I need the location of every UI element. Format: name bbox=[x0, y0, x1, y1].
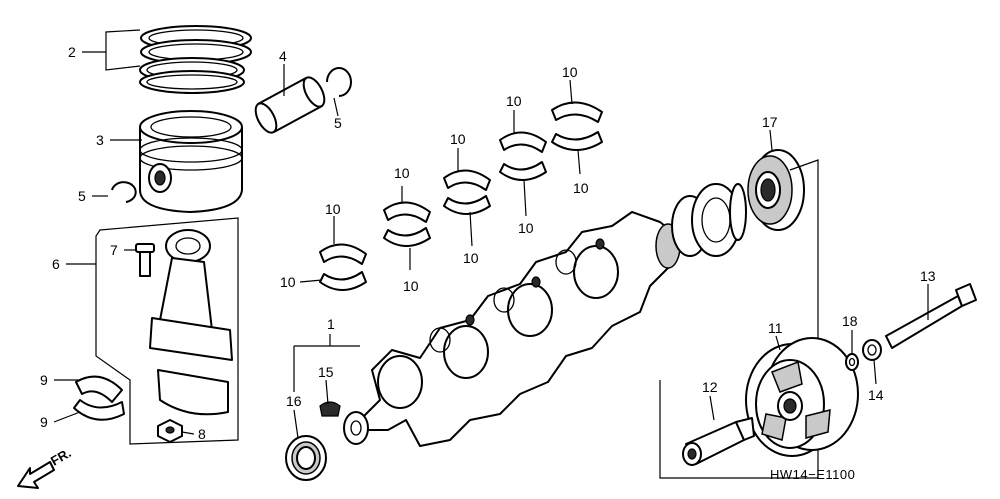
callout-10-i: 10 bbox=[562, 64, 578, 80]
splined-shaft bbox=[682, 417, 755, 466]
main-bearing-pair-3 bbox=[443, 169, 491, 215]
callout-10-h: 10 bbox=[518, 220, 534, 236]
connecting-rod-nut bbox=[157, 419, 183, 443]
piston-rings bbox=[139, 25, 252, 94]
callout-5-upper: 5 bbox=[334, 115, 342, 131]
damper-coupling bbox=[745, 337, 859, 457]
callout-10-j: 10 bbox=[573, 180, 589, 196]
diagram-code: HW14−E1100 bbox=[770, 467, 855, 482]
callout-15: 15 bbox=[318, 364, 334, 380]
callout-12: 12 bbox=[702, 379, 718, 395]
callout-2: 2 bbox=[68, 44, 76, 60]
woodruff-key bbox=[319, 401, 341, 417]
oil-seal bbox=[747, 149, 805, 231]
rod-bearing-upper bbox=[75, 375, 123, 403]
rod-bearing-lower bbox=[73, 399, 125, 421]
callout-9-lower: 9 bbox=[40, 414, 48, 430]
callout-9-upper: 9 bbox=[40, 372, 48, 388]
callout-5-lower: 5 bbox=[78, 188, 86, 204]
piston-pin bbox=[254, 76, 326, 134]
leader-lines bbox=[53, 29, 929, 439]
callout-17: 17 bbox=[762, 114, 778, 130]
callout-14: 14 bbox=[868, 387, 884, 403]
piston bbox=[139, 110, 243, 213]
crankshaft-gear bbox=[655, 183, 747, 269]
main-bearing-pair-1 bbox=[319, 243, 367, 291]
connecting-rod-bolt bbox=[135, 243, 155, 277]
callouts: 1 2 3 4 5 5 6 7 8 9 9 10 10 10 10 10 10 … bbox=[40, 44, 936, 442]
callout-18: 18 bbox=[842, 313, 858, 329]
callout-16: 16 bbox=[286, 393, 302, 409]
callout-1: 1 bbox=[327, 316, 335, 332]
callout-13: 13 bbox=[920, 268, 936, 284]
callout-10-g: 10 bbox=[506, 93, 522, 109]
o-ring bbox=[845, 353, 859, 371]
callout-10-e: 10 bbox=[450, 131, 466, 147]
main-bearing-pair-5 bbox=[551, 101, 603, 151]
flange-bolt bbox=[885, 283, 977, 349]
piston-pin-clip-lower bbox=[111, 181, 137, 203]
crankshaft-end-bearing bbox=[285, 435, 327, 481]
callout-10-a: 10 bbox=[325, 201, 341, 217]
callout-6: 6 bbox=[52, 256, 60, 272]
washer bbox=[862, 339, 882, 361]
callout-8: 8 bbox=[198, 426, 206, 442]
main-bearing-pair-2 bbox=[383, 201, 431, 247]
main-bearing-pair-4 bbox=[499, 131, 547, 181]
callout-10-c: 10 bbox=[394, 165, 410, 181]
callout-10-b: 10 bbox=[280, 274, 296, 290]
callout-11: 11 bbox=[768, 320, 783, 336]
callout-10-d: 10 bbox=[403, 278, 419, 294]
callout-7: 7 bbox=[110, 242, 118, 258]
callout-4: 4 bbox=[279, 48, 287, 64]
connecting-rod bbox=[149, 229, 233, 416]
front-direction-arrow: FR. bbox=[17, 445, 74, 489]
callout-10-f: 10 bbox=[463, 250, 479, 266]
piston-pin-clip-upper bbox=[326, 67, 352, 97]
callout-3: 3 bbox=[96, 132, 104, 148]
crankshaft bbox=[343, 211, 681, 447]
